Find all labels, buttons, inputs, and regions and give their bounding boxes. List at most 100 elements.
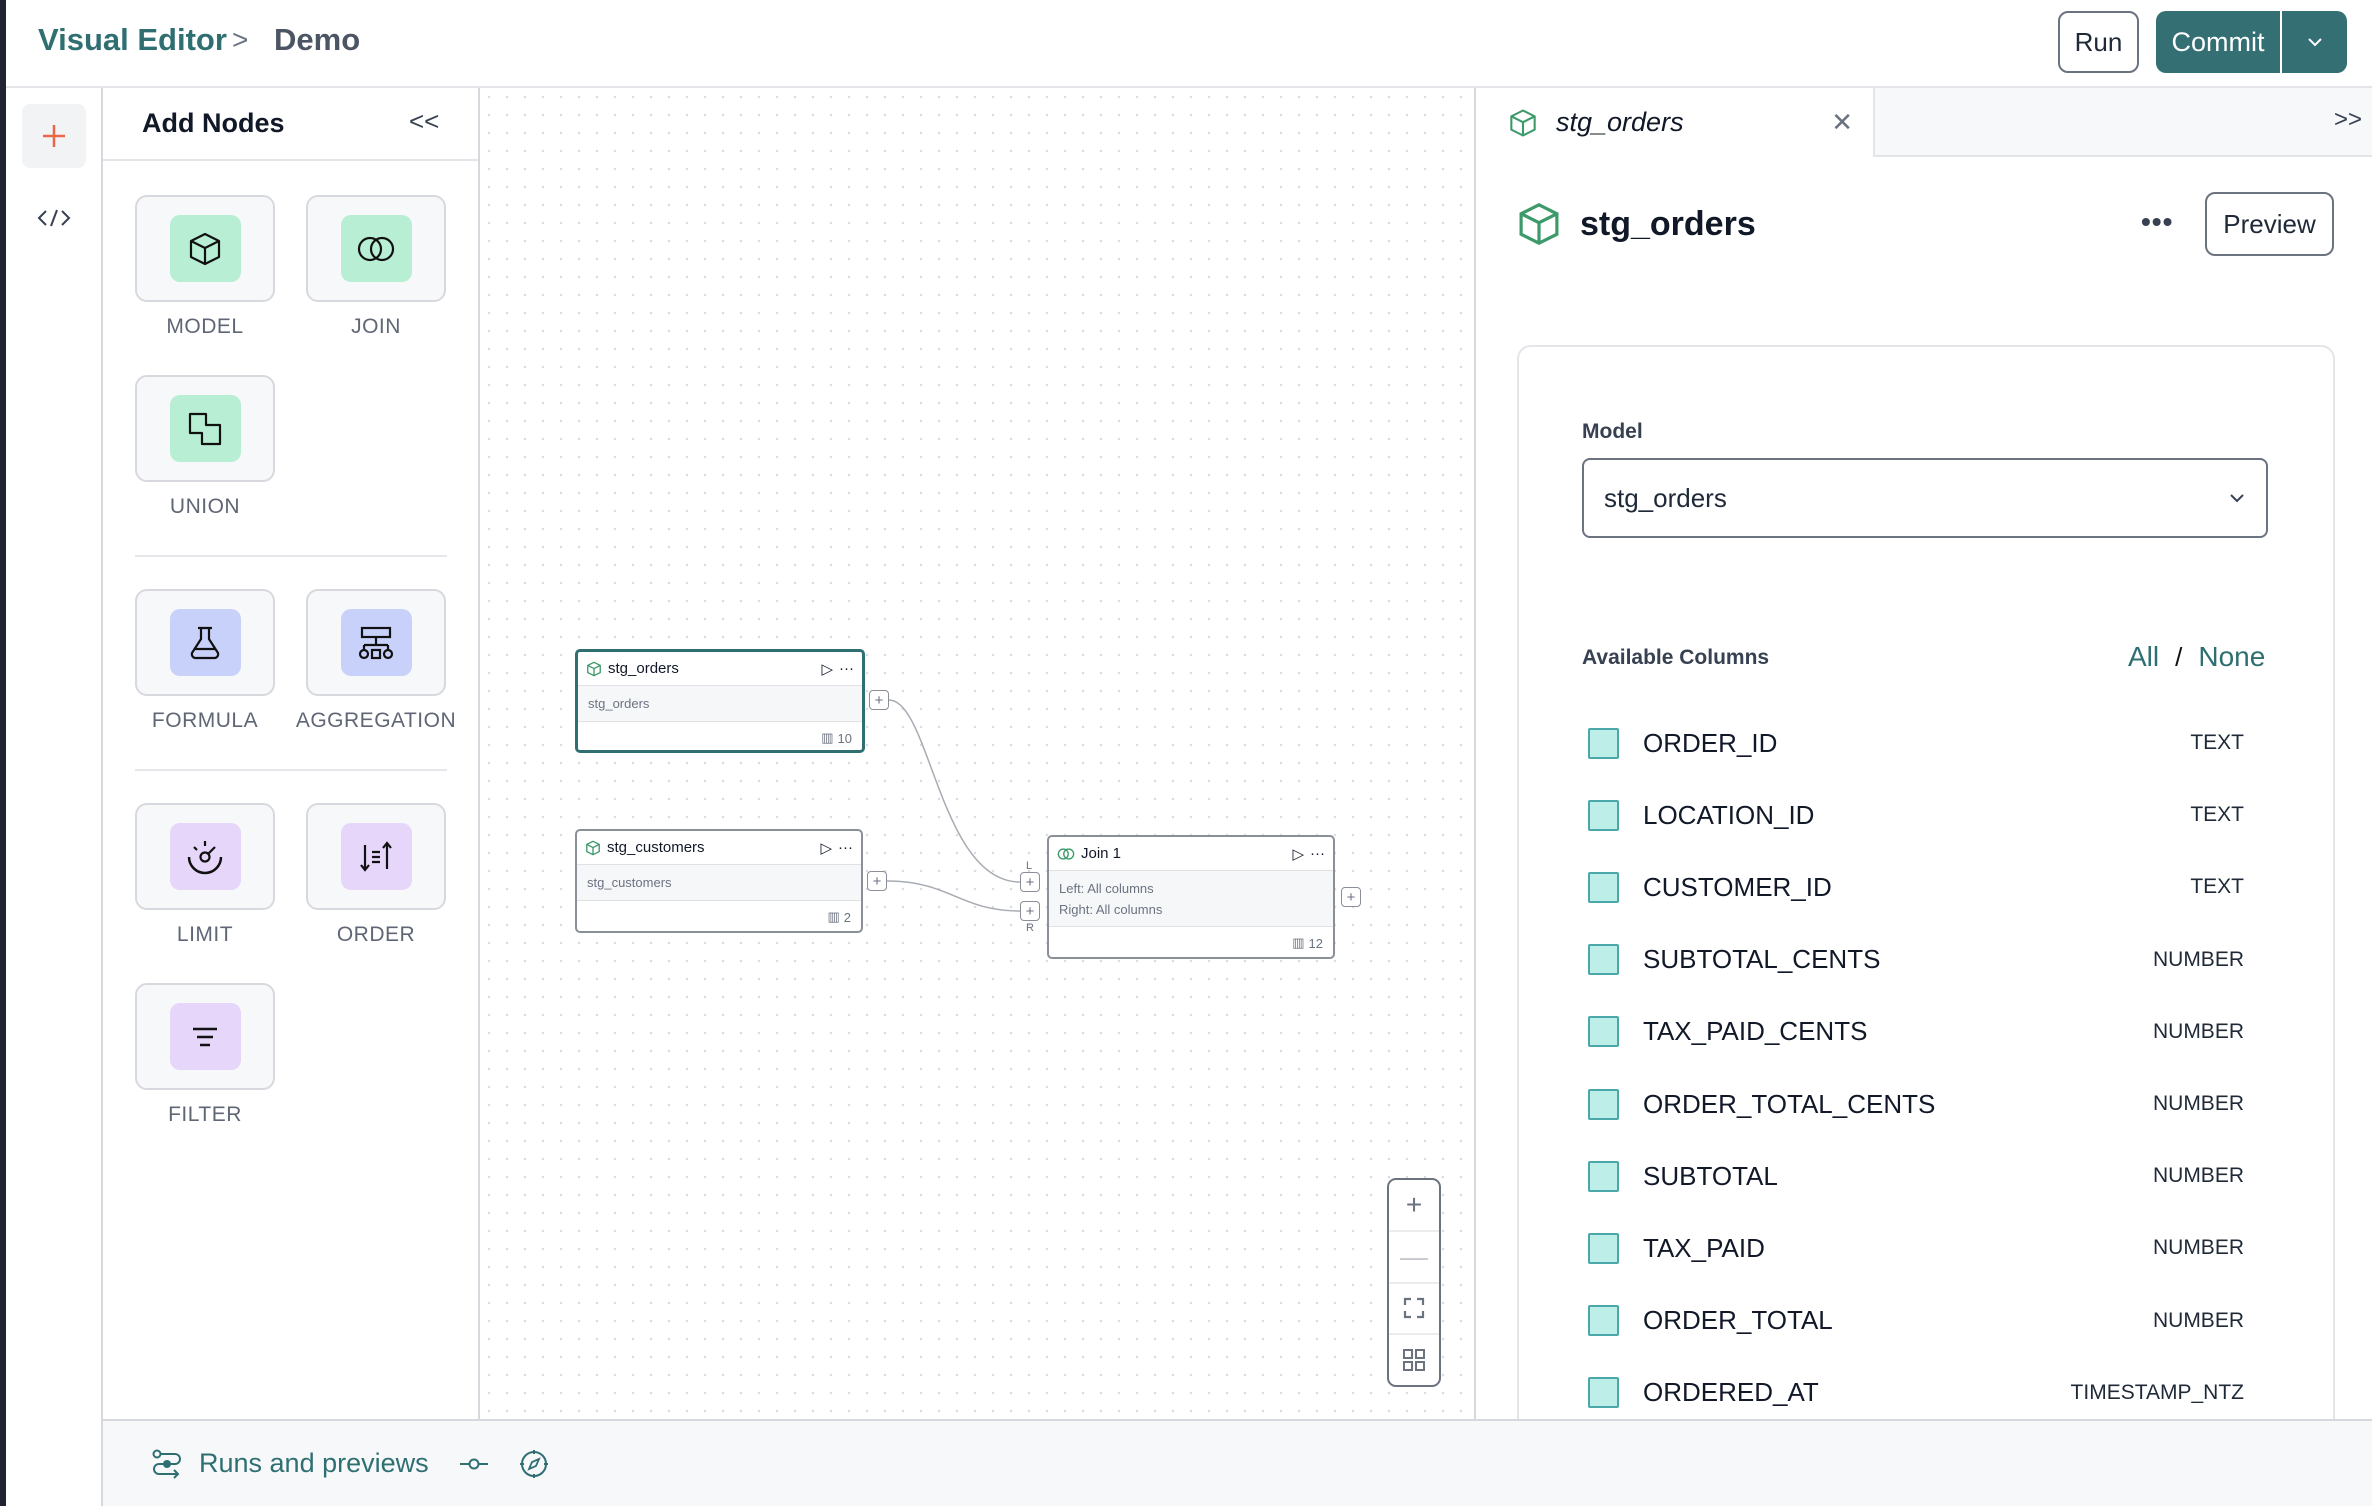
run-button[interactable]: Run [2058,11,2139,73]
more-icon[interactable]: ··· [838,839,853,856]
column-name: CUSTOMER_ID [1643,871,1832,902]
column-row[interactable]: ORDER_TOTAL NUMBER [1588,1301,2244,1341]
node-tile-limit[interactable] [135,803,275,910]
column-name: ORDERED_AT [1643,1377,1819,1408]
tab-stg-orders[interactable]: stg_orders ✕ [1476,88,1875,157]
column-type: NUMBER [2152,1164,2244,1188]
model-select[interactable]: stg_orders [1582,458,2268,538]
zoom-out-button[interactable]: — [1389,1232,1439,1284]
column-checkbox[interactable] [1588,1305,1619,1337]
code-view-rail-button[interactable] [32,198,76,238]
column-type: NUMBER [2152,1019,2244,1043]
more-options-button[interactable]: ••• [2141,206,2174,237]
node-tile-union[interactable] [135,375,275,482]
node-tile-model[interactable] [135,195,275,302]
column-checkbox[interactable] [1588,871,1619,903]
filter-icon [193,1027,217,1046]
divider [135,769,447,771]
expand-panel-button[interactable]: >> [2333,106,2362,133]
panel-title-text: stg_orders [1580,204,1756,243]
plus-icon: + [1405,1188,1423,1220]
column-name: ORDER_TOTAL [1643,1305,1833,1336]
input-port-left[interactable]: + [1020,872,1040,892]
output-port-stg-customers[interactable]: + [867,871,887,891]
input-port-right[interactable]: + [1020,901,1040,921]
select-all-link[interactable]: All [2128,641,2160,672]
edge-orders-to-join [888,699,1021,883]
column-checkbox[interactable] [1588,727,1619,759]
divider [135,555,447,557]
commit-graph-icon[interactable] [459,1457,489,1471]
auto-layout-button[interactable] [1389,1335,1439,1385]
play-icon[interactable]: ▷ [821,660,833,678]
node-tile-join[interactable] [306,195,446,302]
column-type: NUMBER [2152,947,2244,971]
column-checkbox[interactable] [1588,1232,1619,1264]
runs-and-previews-button[interactable]: Runs and previews [151,1448,429,1479]
select-all-none: All / None [2128,641,2265,673]
column-row[interactable]: ORDER_TOTAL_CENTS NUMBER [1588,1084,2244,1124]
more-icon[interactable]: ··· [839,660,854,677]
chevron-down-icon [2307,38,2322,47]
play-icon[interactable]: ▷ [1292,845,1304,863]
commit-dropdown-button[interactable] [2282,11,2347,73]
column-checkbox[interactable] [1588,1016,1619,1048]
column-type: TEXT [2190,875,2244,899]
left-icon-rail [6,88,103,1506]
output-port-stg-orders[interactable]: + [869,690,889,710]
preview-button[interactable]: Preview [2205,192,2334,256]
union-icon [188,412,222,445]
panel-tab-bar: stg_orders ✕ >> [1476,88,2372,157]
output-port-join-1[interactable]: + [1341,887,1361,907]
fit-view-button[interactable] [1389,1284,1439,1336]
select-none-link[interactable]: None [2198,641,2266,672]
runs-icon [152,1449,181,1479]
canvas-node-stg-customers[interactable]: stg_customers▷··· stg_customers ▥2 [575,829,863,933]
zoom-in-button[interactable]: + [1389,1180,1439,1232]
column-name: ORDER_TOTAL_CENTS [1643,1088,1936,1119]
close-tab-icon[interactable]: ✕ [1831,107,1853,137]
column-checkbox[interactable] [1588,1377,1619,1409]
compass-icon[interactable] [519,1449,549,1479]
column-checkbox[interactable] [1588,799,1619,831]
breadcrumb-visual-editor[interactable]: Visual Editor [38,22,227,57]
panel-title: stg_orders [1516,200,1756,248]
node-tile-filter[interactable] [135,983,275,1090]
add-nodes-title: Add Nodes [142,108,285,138]
node-tile-order[interactable] [306,803,446,910]
column-checkbox[interactable] [1588,1160,1619,1192]
column-name: TAX_PAID_CENTS [1643,1016,1868,1047]
node-title: Join 1 [1081,845,1122,862]
column-row[interactable]: TAX_PAID_CENTS NUMBER [1588,1012,2244,1052]
node-tile-formula[interactable] [135,589,275,696]
column-type: NUMBER [2152,1092,2244,1115]
flow-canvas[interactable]: stg_orders▷··· stg_orders ▥10 + stg_cust… [480,88,1474,1419]
commit-button[interactable]: Commit [2156,11,2282,73]
canvas-node-stg-orders[interactable]: stg_orders▷··· stg_orders ▥10 [575,649,865,753]
bottom-bar: Runs and previews [103,1419,2372,1506]
more-icon[interactable]: ··· [1310,845,1325,862]
node-title: stg_customers [607,839,705,856]
column-type: NUMBER [2152,1236,2244,1260]
node-title: stg_orders [608,660,679,677]
add-nodes-rail-button[interactable] [22,104,86,168]
collapse-panel-button[interactable]: << [409,106,440,136]
node-tile-label: FORMULA [151,709,259,732]
node-tile-aggregation[interactable] [306,589,446,696]
column-type: NUMBER [2152,1308,2244,1332]
gauge-icon [187,840,223,874]
flask-icon [190,626,220,659]
play-icon[interactable]: ▷ [820,839,832,857]
column-checkbox[interactable] [1588,944,1619,976]
column-type: TEXT [2190,731,2244,754]
column-row[interactable]: CUSTOMER_ID TEXT [1588,867,2244,907]
column-checkbox[interactable] [1588,1088,1619,1120]
join-icon [1057,847,1075,860]
